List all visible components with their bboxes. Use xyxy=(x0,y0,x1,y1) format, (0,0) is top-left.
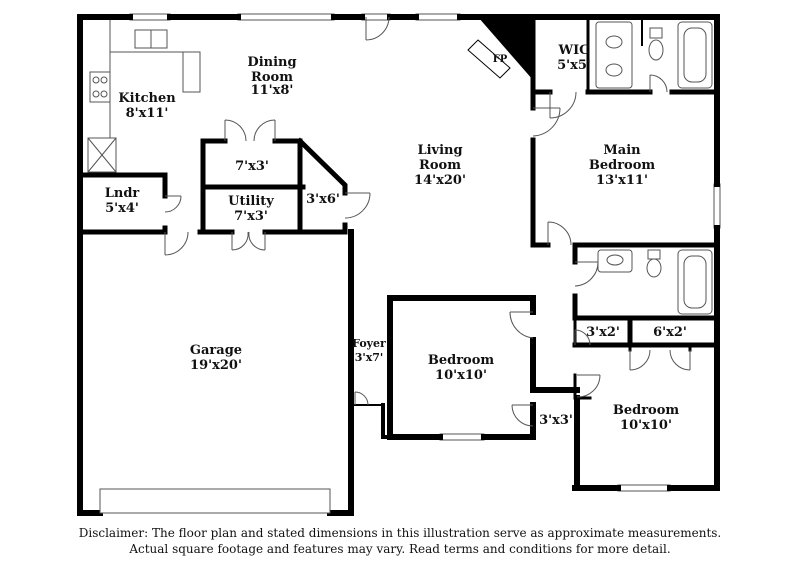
bedroom-center-dim: 10'x10' xyxy=(435,368,487,383)
garage-name: Garage xyxy=(190,343,242,358)
window-dining xyxy=(237,13,335,21)
toilet-main-bath xyxy=(649,27,663,39)
bedroom-right-name: Bedroom xyxy=(613,403,680,418)
dining-dim: 11'x8' xyxy=(251,83,294,98)
wall-main-bedroom-left xyxy=(530,89,551,248)
door-garage xyxy=(164,231,189,256)
bedroom-right-dim: 10'x10' xyxy=(620,418,672,433)
walls xyxy=(77,14,720,516)
wall-right-bedroom-top xyxy=(628,343,692,352)
door-main-bedroom-hall xyxy=(547,221,572,246)
door-foyer xyxy=(354,391,369,406)
utility-dim: 7'x3' xyxy=(234,209,268,224)
label-kitchen: Kitchen 8'x11' xyxy=(118,91,176,121)
closet-3x2-dim: 3'x2' xyxy=(586,325,620,340)
bedroom-center-name: Bedroom xyxy=(428,353,495,368)
fireplace-hearth xyxy=(467,39,511,79)
door-laundry xyxy=(164,195,182,213)
wic-dim: 5'x5' xyxy=(557,58,591,73)
living-dim: 14'x20' xyxy=(414,173,466,188)
wic-name: WIC xyxy=(557,43,589,58)
door-dining xyxy=(365,16,390,41)
kitchen-name: Kitchen xyxy=(118,91,176,106)
vanity-main-bath xyxy=(595,21,633,89)
door-closet-3x6 xyxy=(344,192,371,219)
main-bedroom-dim: 13'x11' xyxy=(596,173,648,188)
door-closet-6x2-left xyxy=(629,349,651,371)
window-bedroom-right xyxy=(617,484,671,492)
wall-closet-3x6 xyxy=(296,137,348,235)
foyer-dim: 3'x7' xyxy=(355,351,384,364)
laundry-dim: 5'x4' xyxy=(105,201,139,216)
door-utility-right xyxy=(248,231,266,251)
window-bedroom-center xyxy=(439,433,485,441)
label-laundry: Lndr 5'x4' xyxy=(105,186,140,216)
laundry-name: Lndr xyxy=(105,186,140,201)
fireplace xyxy=(478,17,533,80)
label-garage: Garage 19'x20' xyxy=(190,343,242,373)
label-bedroom-center: Bedroom 10'x10' xyxy=(428,353,495,383)
wall-center-bedroom-top xyxy=(387,295,536,315)
utility-name: Utility xyxy=(228,194,274,209)
wall-laundry xyxy=(77,172,168,235)
window-main-bedroom xyxy=(713,183,721,229)
door-main-bath xyxy=(649,74,668,93)
door-wic xyxy=(549,91,577,119)
disclaimer-line-2: Actual square footage and features may v… xyxy=(129,542,671,556)
kitchen-dim: 8'x11' xyxy=(126,106,169,121)
label-foyer: Foyer 3'x7' xyxy=(352,337,386,364)
toilet-bath2 xyxy=(647,249,661,260)
door-closet-6x2-right xyxy=(669,349,691,371)
doors xyxy=(164,16,691,427)
fixtures xyxy=(87,20,713,514)
garage-door xyxy=(99,488,331,514)
door-utility-left xyxy=(231,231,249,251)
closet-7x3-dim: 7'x3' xyxy=(235,159,269,174)
door-main-bedroom xyxy=(532,107,561,137)
door-bath2 xyxy=(574,261,599,287)
label-utility: Utility 7'x3' xyxy=(228,194,274,224)
label-wic: WIC 5'x5' xyxy=(557,43,591,73)
door-closet-3x2 xyxy=(574,329,591,346)
wall-center-bedroom-right xyxy=(530,337,580,440)
door-closet-3x3 xyxy=(511,404,534,427)
fireplace-label: FP xyxy=(493,54,508,65)
closet-6x2-dim: 6'x2' xyxy=(653,325,687,340)
kitchen-stove xyxy=(89,71,111,103)
label-bedroom-right: Bedroom 10'x10' xyxy=(613,403,680,433)
foyer-name: Foyer xyxy=(352,337,386,350)
door-closet-top-left xyxy=(224,119,247,142)
door-bedroom-center xyxy=(509,311,534,339)
garage-dim: 19'x20' xyxy=(190,358,242,373)
closet-3x6-dim: 3'x6' xyxy=(306,192,340,207)
disclaimer-line-1: Disclaimer: The floor plan and stated di… xyxy=(78,526,722,540)
wall-foyer-right xyxy=(381,403,392,439)
door-bedroom-right xyxy=(576,374,601,398)
window-kitchen xyxy=(129,13,171,21)
wall-closets-lower xyxy=(572,315,720,348)
door-closet-top-right xyxy=(253,119,276,142)
closet-3x3-dim: 3'x3' xyxy=(539,413,573,428)
window-living-top-2 xyxy=(415,13,461,21)
